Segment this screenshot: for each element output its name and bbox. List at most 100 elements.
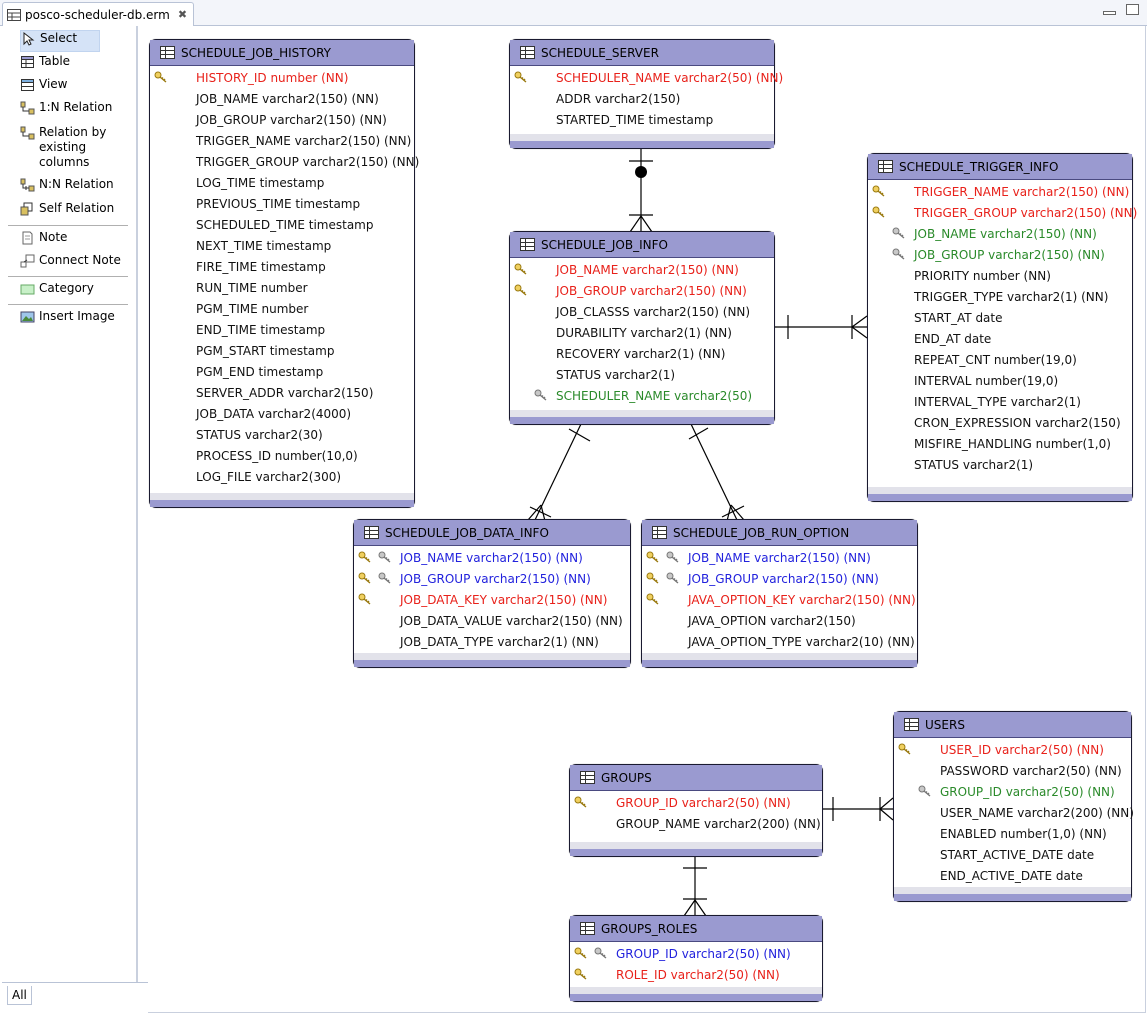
entity-schedule-server[interactable]: SCHEDULE_SERVER SCHEDULER_NAME varchar2(… <box>509 39 783 149</box>
column-row[interactable]: TRIGGER_GROUP varchar2(150) (NN) <box>868 202 1137 223</box>
entity-schedule-job-info[interactable]: SCHEDULE_JOB_INFO JOB_NAME varchar2(150)… <box>509 231 775 425</box>
column-row[interactable]: TRIGGER_NAME varchar2(150) (NN) <box>868 181 1132 202</box>
palette-nn-relation[interactable]: N:N Relation <box>20 177 114 197</box>
column-row[interactable]: START_ACTIVE_DATE date <box>894 844 1131 865</box>
column-row[interactable]: LOG_FILE varchar2(300) <box>150 466 414 487</box>
palette-category[interactable]: Category <box>20 281 94 301</box>
column-row[interactable]: END_TIME timestamp <box>150 319 414 340</box>
column-row[interactable]: GROUP_ID varchar2(50) (NN) <box>570 792 822 813</box>
column-row[interactable]: JOB_GROUP varchar2(150) (NN) <box>868 244 1132 265</box>
column-row[interactable]: JOB_CLASSS varchar2(150) (NN) <box>510 301 774 322</box>
palette-insert-image[interactable]: Insert Image <box>20 309 115 329</box>
column-row[interactable]: JOB_NAME varchar2(150) (NN) <box>354 547 630 568</box>
column-row[interactable]: SCHEDULER_NAME varchar2(50) (NN) <box>510 67 783 88</box>
close-icon[interactable]: ✖ <box>177 8 188 21</box>
column-row[interactable]: START_AT date <box>868 307 1132 328</box>
palette-table[interactable]: Table <box>20 54 70 74</box>
entity-users[interactable]: USERS USER_ID varchar2(50) (NN)PASSWORD … <box>893 711 1134 902</box>
palette-self-relation[interactable]: Self Relation <box>20 201 114 221</box>
column-row[interactable]: JOB_DATA_VALUE varchar2(150) (NN) <box>354 610 630 631</box>
minimize-button[interactable] <box>1103 11 1116 15</box>
palette-connect-note[interactable]: Connect Note <box>20 253 121 273</box>
entity-schedule-job-history[interactable]: SCHEDULE_JOB_HISTORY HISTORY_ID number (… <box>149 39 419 508</box>
column-row[interactable]: TRIGGER_NAME varchar2(150) (NN) <box>150 130 414 151</box>
column-row[interactable]: JOB_DATA_KEY varchar2(150) (NN) <box>354 589 630 610</box>
column-row[interactable]: PROCESS_ID number(10,0) <box>150 445 414 466</box>
column-row[interactable]: SCHEDULER_NAME varchar2(50) <box>510 385 774 406</box>
column-row[interactable]: NEXT_TIME timestamp <box>150 235 414 256</box>
entity-schedule-job-data-info[interactable]: SCHEDULE_JOB_DATA_INFO JOB_NAME varchar2… <box>353 519 631 668</box>
column-row[interactable]: JOB_GROUP varchar2(150) (NN) <box>510 280 774 301</box>
palette-separator <box>8 225 128 226</box>
column-row[interactable]: SCHEDULED_TIME timestamp <box>150 214 414 235</box>
column-row[interactable]: TRIGGER_TYPE varchar2(1) (NN) <box>868 286 1132 307</box>
palette-1n-relation[interactable]: 1:N Relation <box>20 100 112 120</box>
column-row[interactable]: JAVA_OPTION_KEY varchar2(150) (NN) <box>642 589 917 610</box>
canvas-border <box>148 1012 1146 1013</box>
palette-note[interactable]: Note <box>20 230 67 250</box>
column-row[interactable]: GROUP_ID varchar2(50) (NN) <box>570 943 822 964</box>
entity-schedule-trigger-info[interactable]: SCHEDULE_TRIGGER_INFO TRIGGER_NAME varch… <box>867 153 1137 502</box>
column-row[interactable]: GROUP_ID varchar2(50) (NN) <box>894 781 1131 802</box>
editor-tab[interactable]: posco-scheduler-db.erm ✖ <box>2 2 195 26</box>
column-row[interactable]: JAVA_OPTION_TYPE varchar2(10) (NN) <box>642 631 917 652</box>
column-row[interactable]: TRIGGER_GROUP varchar2(150) (NN) <box>150 151 419 172</box>
column-row[interactable]: JOB_GROUP varchar2(150) (NN) <box>642 568 917 589</box>
column-row[interactable]: PGM_END timestamp <box>150 361 414 382</box>
maximize-button[interactable] <box>1126 4 1139 15</box>
column-row[interactable]: END_ACTIVE_DATE date <box>894 865 1131 886</box>
column-row[interactable]: SERVER_ADDR varchar2(150) <box>150 382 414 403</box>
column-row[interactable]: REPEAT_CNT number(19,0) <box>868 349 1132 370</box>
column-row[interactable]: CRON_EXPRESSION varchar2(150) <box>868 412 1132 433</box>
entity-schedule-job-run-option[interactable]: SCHEDULE_JOB_RUN_OPTION JOB_NAME varchar… <box>641 519 918 668</box>
primary-key-icon <box>574 947 587 959</box>
column-row[interactable]: USER_NAME varchar2(200) (NN) <box>894 802 1134 823</box>
column-row[interactable]: RECOVERY varchar2(1) (NN) <box>510 343 774 364</box>
category-icon <box>20 284 35 295</box>
column-row[interactable]: MISFIRE_HANDLING number(1,0) <box>868 433 1132 454</box>
column-row[interactable]: STARTED_TIME timestamp <box>510 109 774 130</box>
table-icon <box>878 160 893 173</box>
column-row[interactable]: GROUP_NAME varchar2(200) (NN) <box>570 813 822 834</box>
column-row[interactable]: END_AT date <box>868 328 1132 349</box>
entity-groups[interactable]: GROUPS GROUP_ID varchar2(50) (NN)GROUP_N… <box>569 764 823 857</box>
column-row[interactable]: PRIORITY number (NN) <box>868 265 1132 286</box>
column-row[interactable]: JOB_GROUP varchar2(150) (NN) <box>150 109 414 130</box>
column-row[interactable]: JOB_DATA varchar2(4000) <box>150 403 414 424</box>
column-row[interactable]: PASSWORD varchar2(50) (NN) <box>894 760 1131 781</box>
column-row[interactable]: JOB_NAME varchar2(150) (NN) <box>150 88 414 109</box>
column-row[interactable]: FIRE_TIME timestamp <box>150 256 414 277</box>
column-row[interactable]: LOG_TIME timestamp <box>150 172 414 193</box>
column-name: PREVIOUS_TIME timestamp <box>196 196 361 211</box>
palette-view[interactable]: View <box>20 77 67 97</box>
column-list: SCHEDULER_NAME varchar2(50) (NN)ADDR var… <box>510 66 783 130</box>
column-row[interactable]: ROLE_ID varchar2(50) (NN) <box>570 964 822 985</box>
column-list: HISTORY_ID number (NN)JOB_NAME varchar2(… <box>150 66 419 487</box>
column-row[interactable]: RUN_TIME number <box>150 277 414 298</box>
entity-groups-roles[interactable]: GROUPS_ROLES GROUP_ID varchar2(50) (NN)R… <box>569 915 823 1002</box>
column-name: SERVER_ADDR varchar2(150) <box>196 385 374 400</box>
column-row[interactable]: PGM_START timestamp <box>150 340 414 361</box>
column-row[interactable]: JAVA_OPTION varchar2(150) <box>642 610 917 631</box>
column-row[interactable]: USER_ID varchar2(50) (NN) <box>894 739 1131 760</box>
column-row[interactable]: STATUS varchar2(1) <box>510 364 774 385</box>
column-row[interactable]: JOB_NAME varchar2(150) (NN) <box>642 547 917 568</box>
column-row[interactable]: DURABILITY varchar2(1) (NN) <box>510 322 774 343</box>
column-row[interactable]: ADDR varchar2(150) <box>510 88 774 109</box>
column-name: TRIGGER_TYPE varchar2(1) (NN) <box>914 289 1109 304</box>
column-row[interactable]: JOB_NAME varchar2(150) (NN) <box>510 259 774 280</box>
column-row[interactable]: JOB_GROUP varchar2(150) (NN) <box>354 568 630 589</box>
column-row[interactable]: INTERVAL number(19,0) <box>868 370 1132 391</box>
column-row[interactable]: STATUS varchar2(30) <box>150 424 414 445</box>
column-row[interactable]: STATUS varchar2(1) <box>868 454 1132 475</box>
palette-relation-by-columns[interactable]: Relation by existing columns <box>20 125 106 173</box>
column-row[interactable]: HISTORY_ID number (NN) <box>150 67 414 88</box>
column-row[interactable]: PREVIOUS_TIME timestamp <box>150 193 414 214</box>
column-row[interactable]: JOB_NAME varchar2(150) (NN) <box>868 223 1132 244</box>
tab-all[interactable]: All <box>7 986 32 1005</box>
palette-select[interactable]: Select <box>20 30 100 52</box>
column-row[interactable]: PGM_TIME number <box>150 298 414 319</box>
column-row[interactable]: JOB_DATA_TYPE varchar2(1) (NN) <box>354 631 630 652</box>
column-row[interactable]: INTERVAL_TYPE varchar2(1) <box>868 391 1132 412</box>
column-row[interactable]: ENABLED number(1,0) (NN) <box>894 823 1131 844</box>
